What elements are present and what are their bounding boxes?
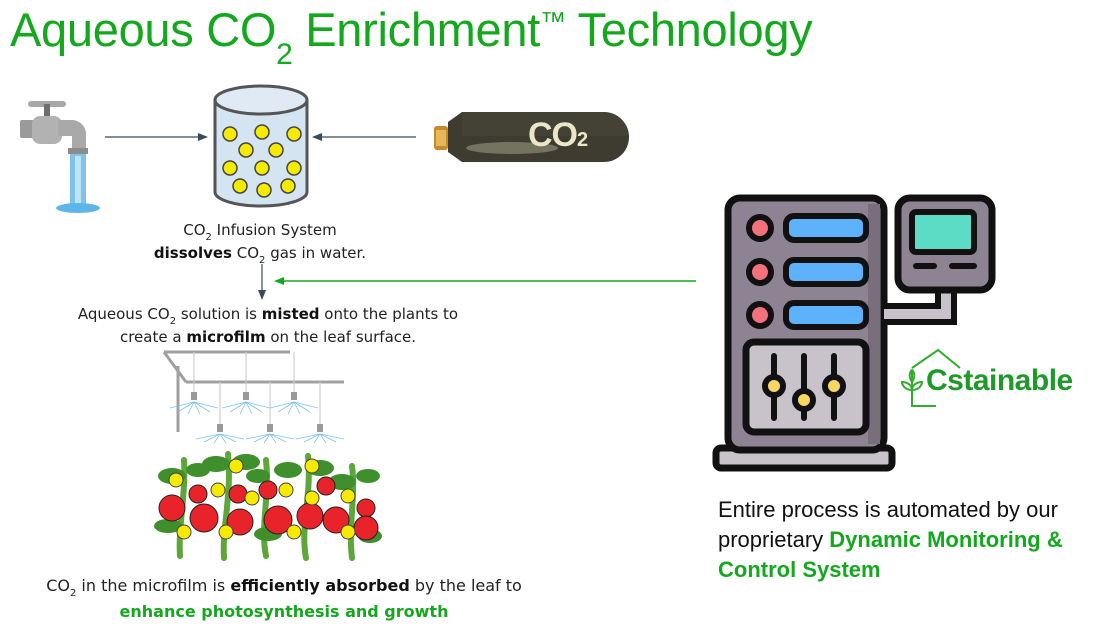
text: in the microfilm is <box>76 576 231 595</box>
text: create a <box>119 328 187 346</box>
arrow-controller-to-system <box>274 277 696 285</box>
text: gas in water. <box>265 244 367 262</box>
automation-line3: Control System <box>718 557 881 582</box>
automation-line1: Entire process is automated by our <box>718 497 1058 522</box>
co2-gas-cylinder-icon: CO2 <box>432 104 632 170</box>
subscript: 2 <box>169 316 177 327</box>
text: on the leaf surface. <box>265 328 417 346</box>
text: Infusion System <box>211 221 337 239</box>
title-subscript: 2 <box>276 38 293 71</box>
cylinder-shape <box>434 112 629 162</box>
title-text: Aqueous CO <box>10 3 277 56</box>
arrow-faucet-to-tank <box>105 133 208 141</box>
text: by the leaf to <box>409 576 522 595</box>
automation-caption: Entire process is automated by our propr… <box>718 495 1063 585</box>
arrow-down <box>258 264 266 300</box>
mist-caption-line1: Aqueous CO2 solution is misted onto the … <box>40 304 496 327</box>
bold-text: microfilm <box>186 328 266 346</box>
logo-text: Cstainable <box>926 364 1073 397</box>
water-faucet-icon <box>20 101 100 213</box>
absorb-caption-line1: CO2 in the microfilm is efficiently abso… <box>20 574 548 600</box>
bold-text: efficiently absorbed <box>230 576 410 595</box>
automation-line2: proprietary Dynamic Monitoring & <box>718 525 1063 555</box>
control-console-icon <box>712 194 996 472</box>
subscript: 2 <box>259 255 266 266</box>
highlight-text: Dynamic Monitoring & <box>829 527 1063 552</box>
infusion-caption-line2: dissolves CO2 gas in water. <box>110 243 410 266</box>
title-text-suffix: Technology <box>565 3 813 56</box>
infusion-caption: CO2 Infusion System dissolves CO2 gas in… <box>110 220 410 266</box>
infusion-caption-line1: CO2 Infusion System <box>110 220 410 243</box>
subscript: 2 <box>205 232 212 243</box>
title-text-middle: Enrichment <box>292 3 540 56</box>
mist-sprinkler-icon <box>162 350 345 444</box>
text: Aqueous CO <box>77 305 170 323</box>
arrow-cylinder-to-tank <box>312 133 416 141</box>
bold-text: misted <box>261 305 320 323</box>
cylinder-label-text: CO <box>528 116 578 154</box>
text: CO <box>183 221 206 239</box>
text: CO <box>46 576 70 595</box>
page-title: Aqueous CO2 Enrichment™ Technology <box>10 2 813 71</box>
mist-caption: Aqueous CO2 solution is misted onto the … <box>40 304 496 347</box>
trademark-symbol: ™ <box>539 6 566 36</box>
co2-infusion-tank-icon <box>213 84 309 208</box>
tomato-plants-icon <box>154 451 382 561</box>
cstainable-logo: Cstainable <box>896 346 1096 410</box>
cylinder-label-subscript: 2 <box>577 129 588 151</box>
mist-caption-line2: create a microfilm on the leaf surface. <box>40 327 496 347</box>
absorb-caption: CO2 in the microfilm is efficiently abso… <box>20 574 548 623</box>
text: solution is <box>176 305 262 323</box>
bold-text: dissolves <box>153 244 232 262</box>
logo-house-leaf-icon <box>900 348 961 407</box>
absorb-caption-highlight: enhance photosynthesis and growth <box>119 602 449 621</box>
subscript: 2 <box>69 588 77 599</box>
text: CO <box>231 244 260 262</box>
cylinder-label: CO2 <box>528 116 588 155</box>
text: proprietary <box>718 527 830 552</box>
text: onto the plants to <box>319 305 459 323</box>
